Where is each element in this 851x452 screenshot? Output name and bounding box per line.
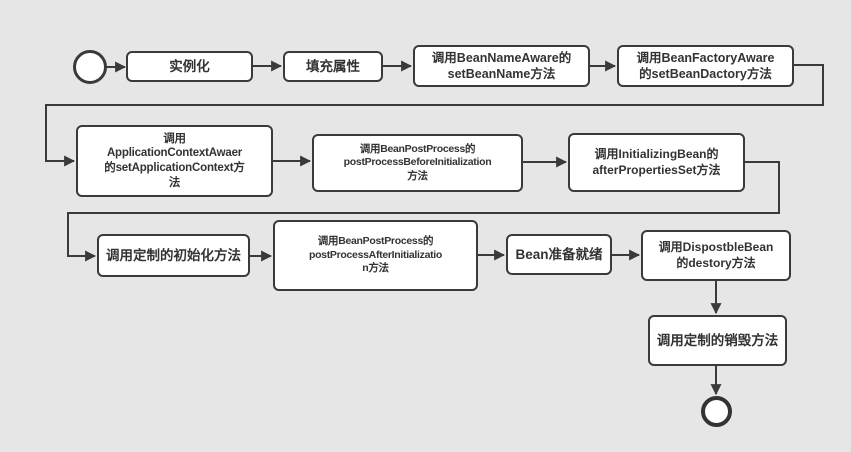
start-circle xyxy=(73,50,107,84)
node-disposable-bean: 调用DispostbleBean 的destory方法 xyxy=(641,230,791,281)
edge-beanfactoryaware-applicationcontextaware xyxy=(45,64,824,167)
node-custom-destroy: 调用定制的销毁方法 xyxy=(648,315,787,366)
node-bean-ready: Bean准备就绪 xyxy=(506,234,612,275)
node-bean-factory-aware: 调用BeanFactoryAware 的setBeanDactory方法 xyxy=(617,45,794,87)
node-populate-properties: 填充属性 xyxy=(283,51,383,82)
node-initializing-bean: 调用InitializingBean的 afterPropertiesSet方法 xyxy=(568,133,745,192)
node-bean-name-aware: 调用BeanNameAware的 setBeanName方法 xyxy=(413,45,590,87)
end-circle xyxy=(701,396,732,427)
edge-initializingbean-custominit xyxy=(67,161,780,262)
node-custom-init: 调用定制的初始化方法 xyxy=(97,234,250,277)
node-post-process-after-init: 调用BeanPostProcess的 postProcessAfterIniti… xyxy=(273,220,478,291)
node-application-context-aware: 调用 ApplicationContextAwaer 的setApplicati… xyxy=(76,125,273,197)
node-instantiate: 实例化 xyxy=(126,51,253,82)
node-post-process-before-init: 调用BeanPostProcess的 postProcessBeforeInit… xyxy=(312,134,523,192)
